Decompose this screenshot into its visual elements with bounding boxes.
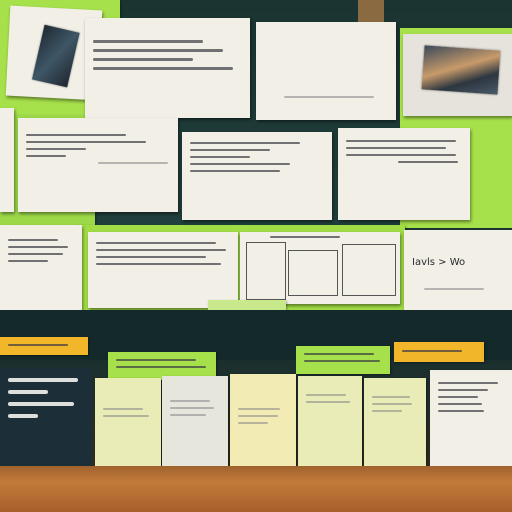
text-line xyxy=(372,396,410,398)
text-line xyxy=(372,410,402,412)
text-line xyxy=(170,414,206,416)
text-line xyxy=(438,389,488,391)
text-line xyxy=(346,140,456,142)
text-line xyxy=(96,242,216,244)
text-card-lower-left xyxy=(0,225,82,313)
text-line xyxy=(8,239,58,241)
text-line xyxy=(93,40,203,43)
text-line xyxy=(170,400,210,402)
green-label-lower-left xyxy=(108,352,216,380)
photo-swatch xyxy=(32,24,80,88)
text-line xyxy=(438,410,484,412)
text-line xyxy=(304,353,374,355)
text-line xyxy=(306,401,350,403)
text-line xyxy=(96,249,226,251)
text-line xyxy=(438,403,482,405)
text-line xyxy=(438,396,478,398)
text-line xyxy=(8,253,63,255)
text-line xyxy=(8,402,74,406)
text-card-middle-left xyxy=(18,118,178,212)
text-line xyxy=(190,142,300,144)
text-line xyxy=(8,378,78,382)
text-line xyxy=(8,344,68,346)
text-line xyxy=(26,155,66,157)
text-card-lower-center xyxy=(88,232,238,308)
text-line xyxy=(346,154,456,156)
text-line xyxy=(306,394,346,396)
handwritten-text: Iavls > Wo xyxy=(412,257,466,268)
sticky-note xyxy=(95,378,161,466)
diagram-box xyxy=(342,244,396,296)
note-sheet-left-edge xyxy=(0,108,14,212)
handwritten-card-right: Iavls > Wo xyxy=(404,230,512,314)
text-line xyxy=(8,260,48,262)
text-card-bottom-right xyxy=(430,370,512,466)
wooden-ledge xyxy=(0,466,512,512)
text-line xyxy=(98,162,168,164)
green-label-lower-center xyxy=(296,346,390,374)
orange-label-left xyxy=(0,337,88,355)
text-line xyxy=(93,67,233,70)
text-line xyxy=(170,407,214,409)
photo-card-top-right xyxy=(403,34,512,116)
text-line xyxy=(304,360,380,362)
text-line xyxy=(402,350,462,352)
text-line xyxy=(424,288,484,290)
text-card-top xyxy=(85,18,250,118)
sticky-note xyxy=(298,376,362,466)
diagram-box xyxy=(288,250,338,296)
text-line xyxy=(238,422,268,424)
text-line xyxy=(238,408,280,410)
text-card-middle-right xyxy=(338,128,470,220)
blank-card-top xyxy=(256,22,396,120)
text-line xyxy=(103,415,149,417)
text-line xyxy=(190,170,280,172)
text-line xyxy=(26,148,86,150)
text-line xyxy=(26,141,146,143)
text-line xyxy=(238,415,278,417)
dark-card-bottom-left xyxy=(0,368,92,466)
text-line xyxy=(8,246,68,248)
text-line xyxy=(26,134,126,136)
orange-label-right xyxy=(394,342,484,362)
sticky-note xyxy=(162,376,228,466)
text-line xyxy=(190,149,270,151)
diagram-box xyxy=(246,242,286,300)
text-line xyxy=(103,408,143,410)
text-line xyxy=(284,96,374,98)
text-line xyxy=(116,366,206,368)
text-line xyxy=(270,236,340,238)
text-line xyxy=(372,403,412,405)
diagram-sheet xyxy=(240,232,400,304)
text-line xyxy=(93,49,223,52)
text-line xyxy=(190,156,250,158)
text-line xyxy=(190,163,290,165)
text-line xyxy=(8,414,38,418)
text-line xyxy=(96,263,221,265)
text-line xyxy=(93,58,193,61)
pin-block xyxy=(358,0,384,26)
sticky-note xyxy=(364,378,426,466)
text-line xyxy=(8,390,48,394)
text-card-middle-center xyxy=(182,132,332,220)
text-line xyxy=(96,256,206,258)
text-line xyxy=(116,359,196,361)
sticky-note xyxy=(230,374,296,466)
text-line xyxy=(438,382,498,384)
photo-swatch xyxy=(421,45,501,95)
text-line xyxy=(346,147,446,149)
text-line xyxy=(398,161,458,163)
